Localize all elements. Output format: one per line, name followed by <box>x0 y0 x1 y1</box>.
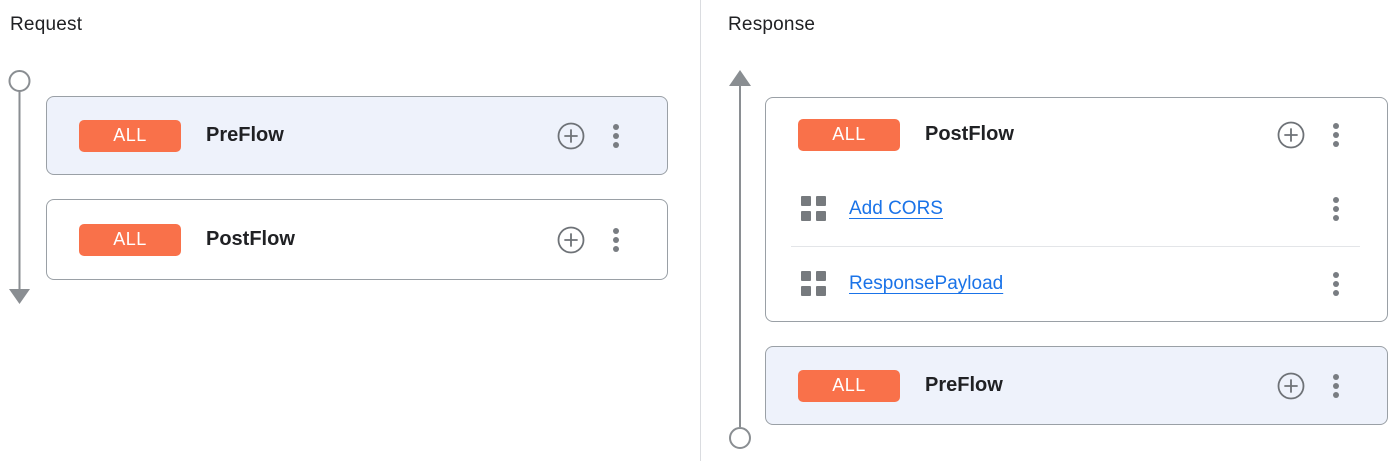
response-postflow-card[interactable]: ALL PostFlow Add CORS ResponsePayload <box>765 97 1388 322</box>
policy-row-divider <box>791 245 1360 247</box>
flow-name: PostFlow <box>206 228 295 250</box>
plus-circle-icon <box>557 122 585 149</box>
panel-divider <box>700 0 701 461</box>
policy-row: ResponsePayload <box>766 247 1387 321</box>
policy-row: Add CORS <box>766 171 1387 245</box>
add-policy-button[interactable] <box>1277 121 1305 149</box>
flow-name: PostFlow <box>925 123 1014 146</box>
flow-name: PreFlow <box>925 374 1003 396</box>
policy-drag-handle-grid-icon[interactable] <box>801 196 826 221</box>
kebab-menu-icon[interactable] <box>1331 372 1341 400</box>
response-panel-title: Response <box>728 14 816 35</box>
condition-badge: ALL <box>798 118 900 151</box>
kebab-menu-icon[interactable] <box>1331 195 1341 223</box>
request-preflow-card[interactable]: ALL PreFlow <box>46 96 668 175</box>
kebab-menu-icon[interactable] <box>1331 270 1341 298</box>
plus-circle-icon <box>1277 372 1305 399</box>
condition-badge: ALL <box>798 369 900 402</box>
policy-drag-handle-grid-icon[interactable] <box>801 271 826 297</box>
request-postflow-card[interactable]: ALL PostFlow <box>46 199 668 280</box>
request-panel-title: Request <box>10 14 83 35</box>
add-policy-button[interactable] <box>557 122 585 150</box>
kebab-menu-icon[interactable] <box>611 226 621 254</box>
kebab-menu-icon[interactable] <box>611 122 621 150</box>
response-preflow-card[interactable]: ALL PreFlow <box>765 346 1388 425</box>
policy-link-add-cors[interactable]: Add CORS <box>849 197 943 219</box>
flow-name: PreFlow <box>206 124 284 146</box>
condition-badge: ALL <box>79 119 181 152</box>
policy-link-responsepayload[interactable]: ResponsePayload <box>849 272 1004 294</box>
plus-circle-icon <box>557 226 585 253</box>
kebab-menu-icon[interactable] <box>1331 121 1341 149</box>
flow-card-header: ALL PostFlow <box>766 98 1387 171</box>
add-policy-button[interactable] <box>1277 372 1305 400</box>
add-policy-button[interactable] <box>557 226 585 254</box>
response-timeline-arrow-up-icon <box>729 70 751 449</box>
request-timeline-arrow-down-icon <box>8 70 31 304</box>
condition-badge: ALL <box>79 223 181 256</box>
plus-circle-icon <box>1277 121 1305 149</box>
